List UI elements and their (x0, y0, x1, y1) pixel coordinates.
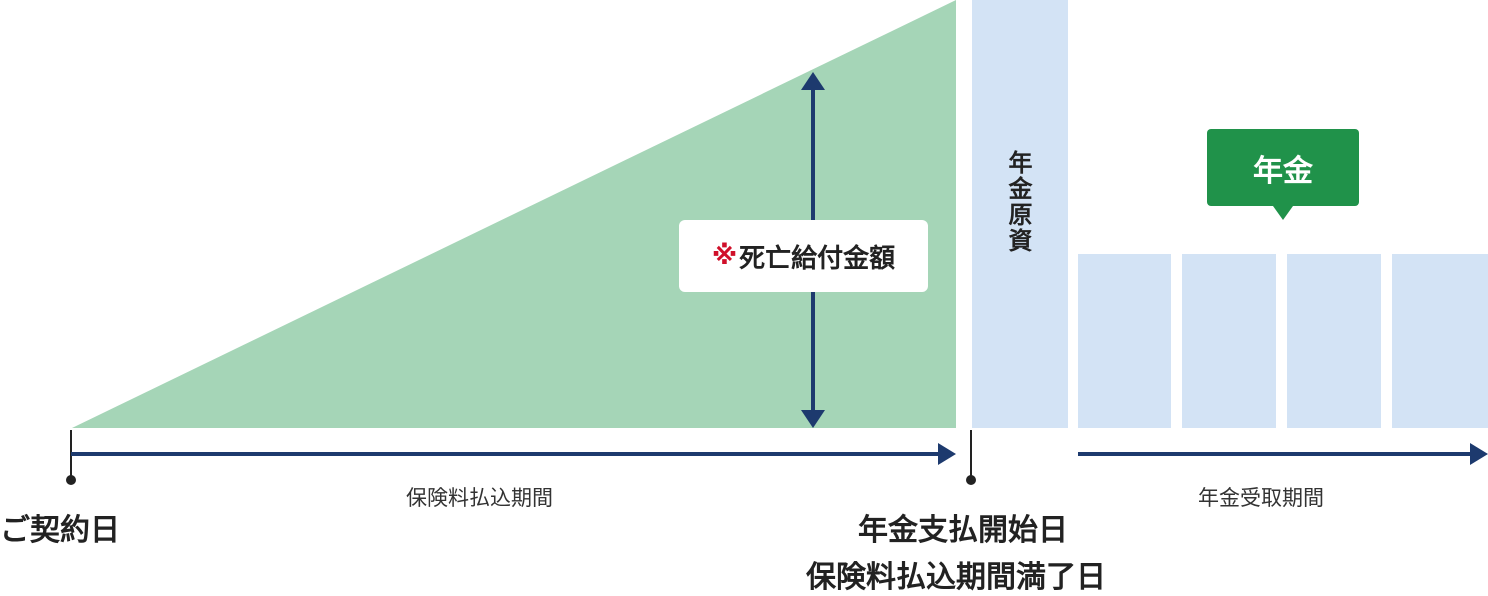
pension-start-dot (966, 475, 976, 485)
death-benefit-arrow-head-up (801, 72, 825, 90)
receive-period-label: 年金受取期間 (1198, 486, 1324, 510)
premium-end-label: 保険料払込期間満了日 (806, 560, 1106, 595)
death-benefit-label-box: ※ 死亡給付金額 (679, 220, 928, 292)
pension-start-label: 年金支払開始日 (858, 513, 1068, 548)
death-benefit-label: 死亡給付金額 (739, 243, 896, 274)
pension-badge: 年金 (1207, 129, 1359, 220)
contract-date-dot (66, 475, 76, 485)
pension-payment-block (1287, 254, 1381, 428)
pension-payment-block (1078, 254, 1171, 428)
pension-fund-block (972, 0, 1068, 428)
death-benefit-arrow-head-down (801, 410, 825, 428)
death-benefit-triangle (72, 0, 956, 428)
contract-date-label: ご契約日 (0, 513, 120, 548)
premium-period-arrow-head (938, 443, 956, 465)
receive-period-arrow-head (1470, 443, 1488, 465)
premium-period-label: 保険料払込期間 (406, 486, 553, 510)
note-mark: ※ (711, 241, 738, 271)
pension-fund-label: 年金原資 (1004, 150, 1032, 254)
pension-payment-block (1182, 254, 1276, 428)
pension-payment-block (1392, 254, 1488, 428)
